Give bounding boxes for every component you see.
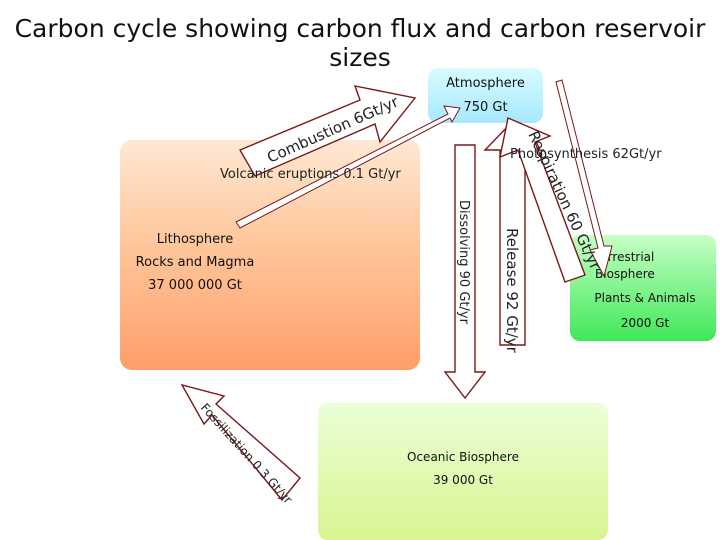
lithosphere-sub: Rocks and Magma [135,255,255,270]
release-label: Release 92 Gt/yr [503,228,521,354]
atmosphere-name: Atmosphere [446,76,525,91]
oceanic-size: 39 000 Gt [433,473,493,487]
dissolving-label: Dissolving 90 Gt/yr [456,200,471,325]
photosynthesis-arrow [555,79,613,278]
lithosphere-box [120,140,420,370]
combustion-arrow [238,85,417,177]
dissolving-arrow [443,144,487,400]
terrestrial-sub: Plants & Animals [594,291,696,305]
volcanic-label: Volcanic eruptions 0.1 Gt/yr [220,167,401,182]
diagram-title: Carbon cycle showing carbon flux and car… [14,14,706,72]
atmosphere-size: 750 Gt [463,100,508,115]
respiration-arrow [499,117,586,283]
fossilization-arrow [180,383,301,502]
oceanic-name: Oceanic Biosphere [407,450,519,464]
oceanic-biosphere-box [318,403,608,540]
terrestrial-name-line2: Biosphere [595,267,655,281]
terrestrial-size: 2000 Gt [620,316,670,330]
atmosphere-box [428,68,543,123]
volcanic-arrow [235,105,461,229]
lithosphere-size: 37 000 000 Gt [148,278,242,293]
photosynthesis-label: Photosynthesis 62Gt/yr [510,147,662,162]
lithosphere-name: Lithosphere [156,232,234,247]
fossilization-label: Fossilization 0.3 Gt/yr [198,401,295,507]
